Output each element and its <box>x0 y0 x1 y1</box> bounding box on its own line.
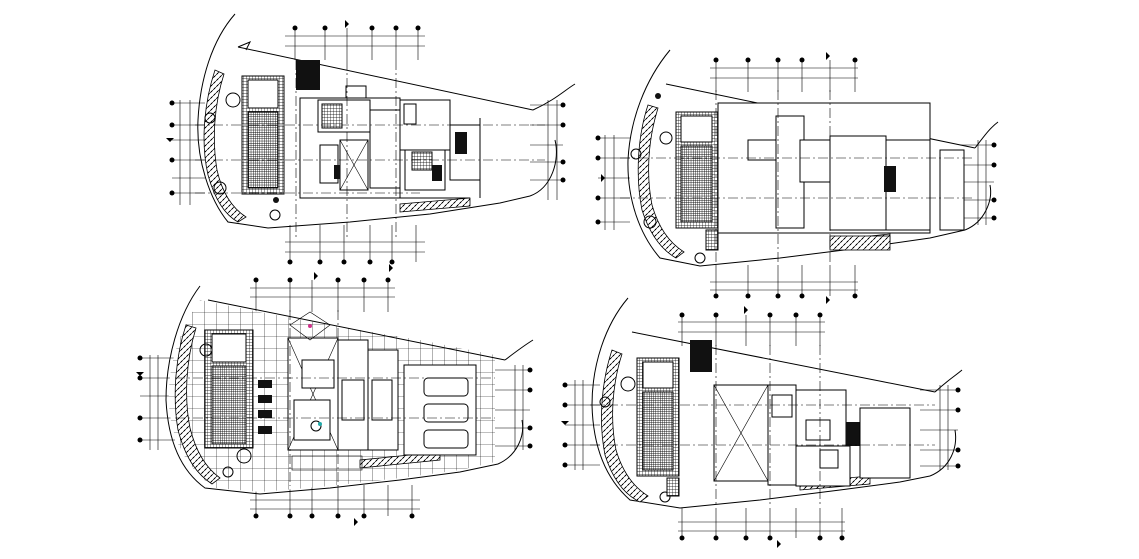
dimension-bottom <box>250 485 420 526</box>
dimension-right <box>920 385 961 470</box>
building <box>630 93 965 264</box>
dimension-top <box>710 52 858 92</box>
grid-axes <box>195 60 545 240</box>
dimension-right <box>530 100 566 200</box>
dimension-bottom <box>710 265 858 304</box>
dimension-left <box>561 380 600 470</box>
plan-upper-left <box>166 13 576 272</box>
dimension-right <box>960 140 997 225</box>
building <box>599 340 911 503</box>
dimension-top <box>250 272 395 312</box>
building <box>204 60 481 221</box>
plan-upper-right <box>595 49 999 304</box>
dimension-left <box>166 100 205 205</box>
plan-lower-right <box>561 297 963 548</box>
dimension-top <box>678 306 825 346</box>
dimension-bottom <box>678 508 845 548</box>
plan-lower-left <box>136 272 534 526</box>
dimension-right <box>495 365 533 450</box>
dimension-bottom <box>285 225 425 272</box>
building <box>199 311 477 478</box>
grid-axes <box>175 310 495 486</box>
dimension-left <box>595 135 630 230</box>
dimension-top <box>285 20 425 60</box>
grid-axes <box>590 345 935 506</box>
grid-axes <box>620 90 975 265</box>
site-boundary <box>197 13 576 229</box>
dimension-left <box>136 355 175 450</box>
